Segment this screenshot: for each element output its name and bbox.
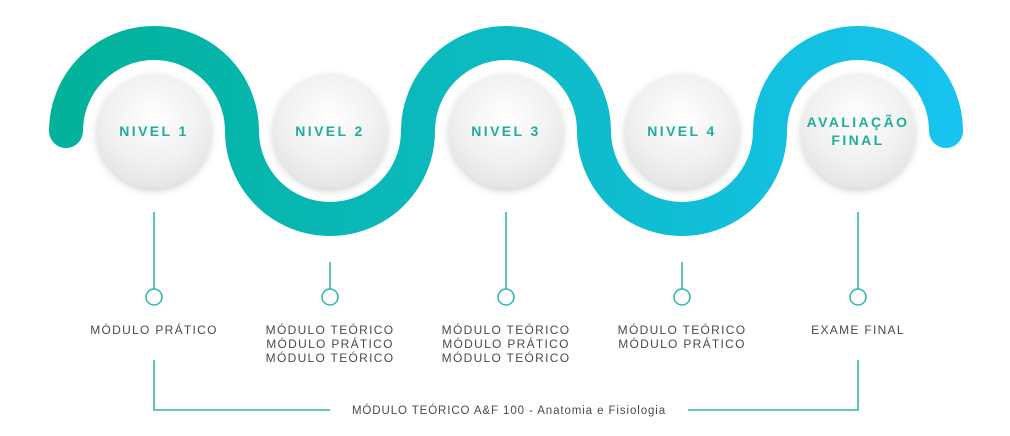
connector-dot-5	[849, 288, 867, 306]
level-node-2: NIVEL 2	[273, 74, 387, 188]
level-node-5: AVALIAÇÃO FINAL	[801, 74, 915, 188]
module-list-1: MÓDULO PRÁTICO	[90, 322, 218, 337]
level-circle-2	[273, 74, 387, 188]
module-item: MÓDULO TEÓRICO	[442, 322, 571, 337]
level-label-5-line-1: AVALIAÇÃO	[807, 113, 910, 130]
module-item: EXAME FINAL	[811, 323, 905, 337]
module-item: MÓDULO PRÁTICO	[266, 336, 394, 351]
module-item: MÓDULO TEÓRICO	[266, 322, 395, 337]
level-label-5-line-2: FINAL	[831, 132, 884, 148]
module-item: MÓDULO PRÁTICO	[90, 322, 218, 337]
wave-path	[49, 26, 963, 236]
module-item: MÓDULO PRÁTICO	[618, 336, 746, 351]
level-node-4: NIVEL 4	[625, 74, 739, 188]
connector-dot-1	[145, 288, 163, 306]
level-label-1: NIVEL 1	[119, 123, 188, 139]
level-circle-1	[97, 74, 211, 188]
footer-bracket: MÓDULO TEÓRICO A&F 100 - Anatomia e Fisi…	[153, 360, 859, 417]
module-item: MÓDULO TEÓRICO	[266, 350, 395, 365]
level-label-3: NIVEL 3	[471, 123, 540, 139]
level-label-4: NIVEL 4	[647, 123, 716, 139]
module-list-5: EXAME FINAL	[811, 323, 905, 337]
connector-dot-2	[321, 288, 339, 306]
level-circle-3	[449, 74, 563, 188]
level-node-1: NIVEL 1	[97, 74, 211, 188]
level-circle-5	[801, 74, 915, 188]
footer-label: MÓDULO TEÓRICO A&F 100 - Anatomia e Fisi…	[352, 404, 666, 417]
level-node-3: NIVEL 3	[449, 74, 563, 188]
module-item: MÓDULO TEÓRICO	[442, 350, 571, 365]
level-label-2: NIVEL 2	[295, 123, 364, 139]
level-circle-4	[625, 74, 739, 188]
connector-dot-4	[673, 288, 691, 306]
module-item: MÓDULO TEÓRICO	[618, 322, 747, 337]
footer-bracket-line	[153, 360, 859, 411]
module-item: MÓDULO PRÁTICO	[442, 336, 570, 351]
connector-dot-3	[497, 288, 515, 306]
